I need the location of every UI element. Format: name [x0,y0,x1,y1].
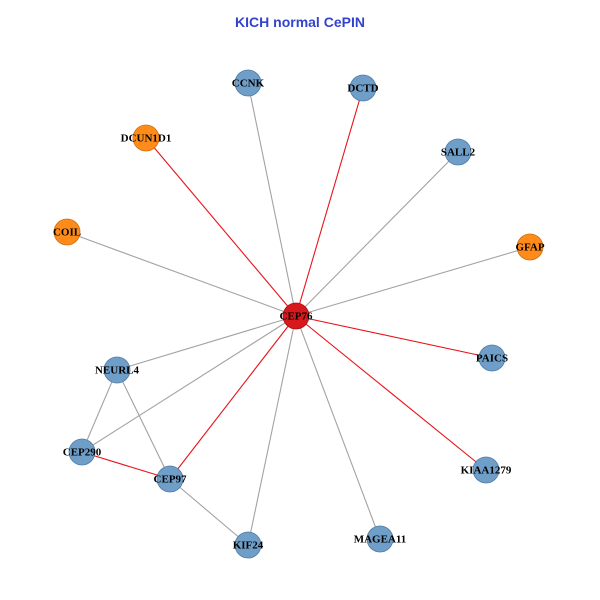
network-node-CCNK [234,69,262,97]
network-node-CEP76 [282,302,310,330]
edge-CEP76-NEURL4 [116,315,297,371]
edge-CEP76-SALL2 [295,151,459,317]
plot-title: KICH normal CePIN [235,14,365,30]
edge-CEP97-KIF24 [169,478,249,546]
edge-CEP76-DCTD [295,87,364,317]
edge-CEP290-CEP97 [81,451,171,480]
network-node-CEP290 [68,438,96,466]
network-node-KIF24 [234,531,262,559]
nodes-layer [53,69,544,559]
edge-CEP76-CEP290 [81,315,297,453]
network-node-KIAA1279 [472,456,500,484]
network-node-PAICS [478,344,506,372]
edge-CEP76-KIF24 [247,315,297,546]
network-node-DCUN1D1 [132,124,160,152]
edge-CEP76-KIAA1279 [295,315,487,471]
edge-CEP76-COIL [66,231,297,317]
edge-CEP76-CCNK [247,82,297,317]
edge-CEP76-MAGEA11 [295,315,381,540]
edge-CEP76-DCUN1D1 [145,137,297,317]
network-node-MAGEA11 [366,525,394,553]
edges-layer [66,82,531,546]
edge-NEURL4-CEP290 [81,369,118,453]
network-node-CEP97 [156,465,184,493]
edge-CEP76-PAICS [295,315,493,359]
network-node-GFAP [516,233,544,261]
network-node-NEURL4 [103,356,131,384]
network-node-SALL2 [444,138,472,166]
network-node-DCTD [349,74,377,102]
network-node-COIL [53,218,81,246]
edge-CEP76-GFAP [295,246,531,317]
edge-NEURL4-CEP97 [116,369,171,480]
edge-CEP76-CEP97 [169,315,297,480]
